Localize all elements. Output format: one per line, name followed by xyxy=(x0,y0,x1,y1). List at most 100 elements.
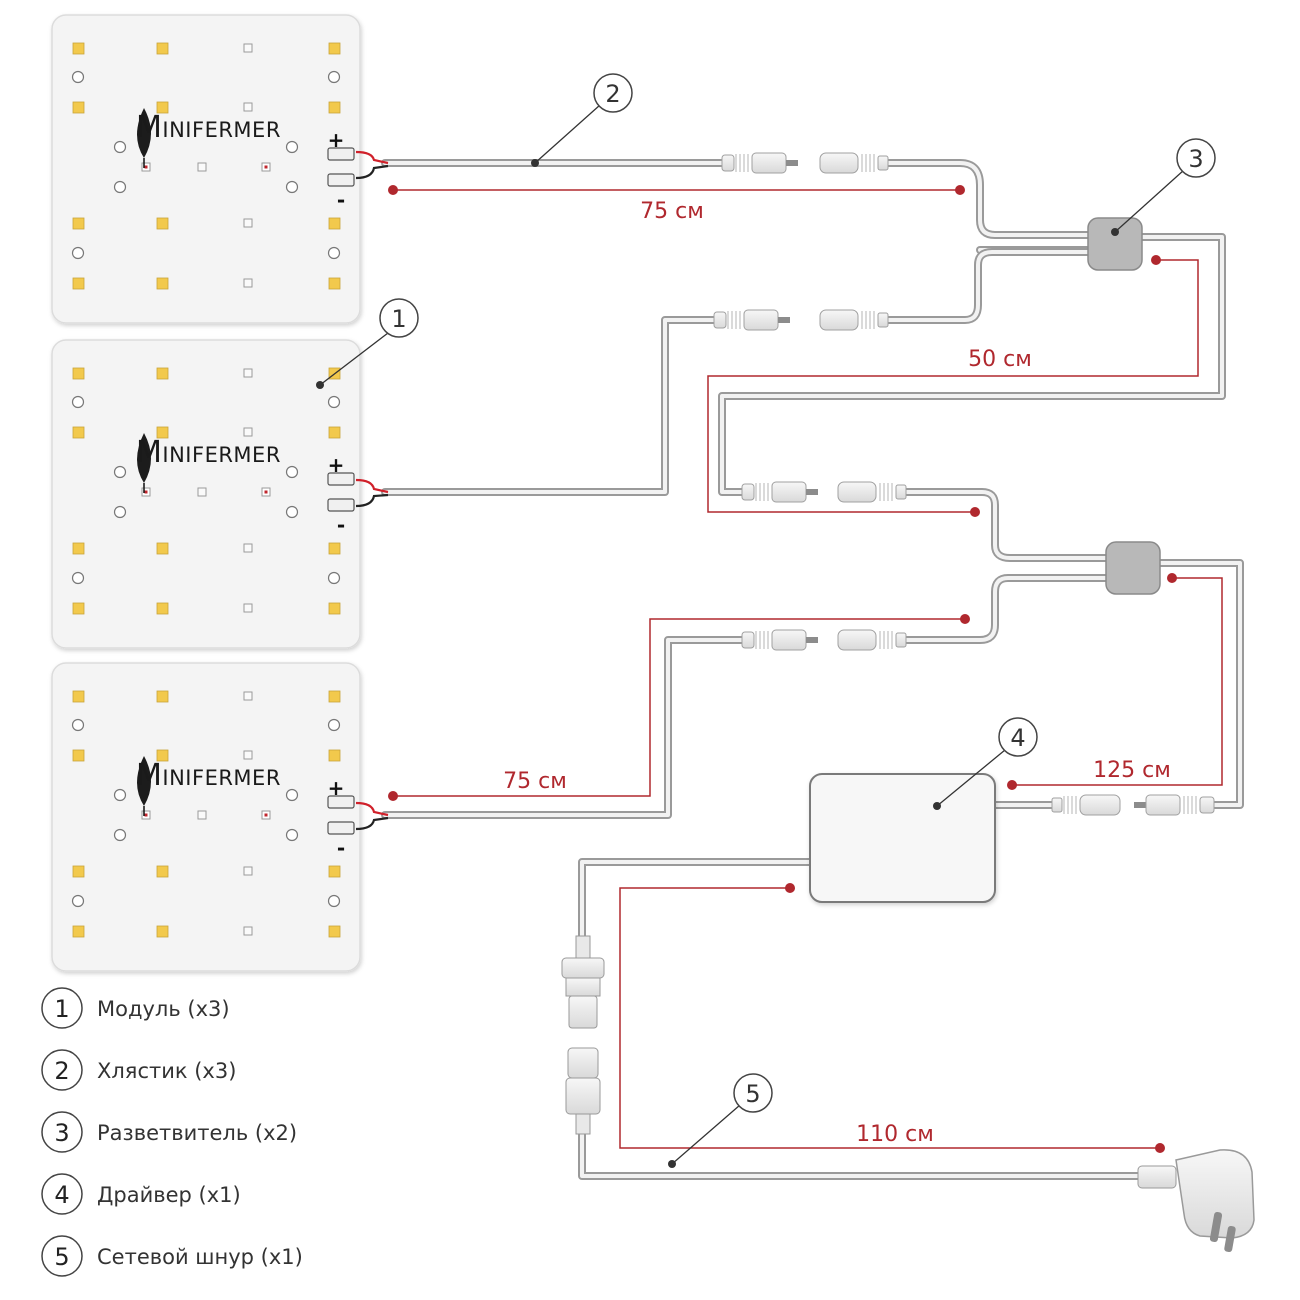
mounting-hole xyxy=(113,505,127,519)
solder-terminal xyxy=(327,498,355,512)
mounting-hole xyxy=(113,828,127,842)
led-yellow xyxy=(328,277,341,290)
cable-power xyxy=(578,858,1144,1180)
dc-female-jack xyxy=(819,152,859,174)
mounting-hole xyxy=(285,140,299,154)
legend-number-circle xyxy=(41,1049,83,1091)
dc-male-plug xyxy=(771,629,807,651)
callout-5-number: 5 xyxy=(745,1080,760,1108)
module-middle-details: MINIFERMER+- xyxy=(71,367,355,615)
dim-line-driver xyxy=(1012,577,1223,786)
led-white xyxy=(243,603,253,613)
led-white xyxy=(197,810,207,820)
callout-1 xyxy=(379,298,419,338)
solder-terminal xyxy=(327,795,355,809)
cable-splitter-link xyxy=(718,233,1226,562)
led-yellow xyxy=(72,277,85,290)
mounting-hole xyxy=(71,718,85,732)
led-white xyxy=(197,487,207,497)
mounting-hole xyxy=(285,788,299,802)
legend-label: Драйвер (x1) xyxy=(97,1183,241,1207)
legend-number: 5 xyxy=(54,1243,69,1271)
led-white xyxy=(243,691,253,701)
dc-connector-pair xyxy=(713,309,889,331)
led-yellow xyxy=(156,101,169,114)
led-yellow xyxy=(328,925,341,938)
led-white xyxy=(243,218,253,228)
plus-label: + xyxy=(328,128,345,152)
cable-middle xyxy=(381,248,1094,496)
dim-label-top-cable: 75 см xyxy=(640,199,704,224)
mounting-hole xyxy=(327,718,341,732)
led-yellow xyxy=(156,367,169,380)
legend-label: Хлястик (x3) xyxy=(97,1059,236,1083)
led-yellow xyxy=(328,690,341,703)
led-yellow xyxy=(72,749,85,762)
splitter-2 xyxy=(1105,541,1161,595)
callout-4-number: 4 xyxy=(1010,724,1025,752)
led-yellow xyxy=(72,542,85,555)
dim-dot xyxy=(1151,255,1161,265)
legend-number-circle xyxy=(41,987,83,1029)
callout-1-number: 1 xyxy=(391,305,406,333)
dc-male-plug xyxy=(743,309,779,331)
waterproof-connector xyxy=(561,935,605,1135)
dim-dot xyxy=(1167,573,1177,583)
plus-label: + xyxy=(328,453,345,477)
dc-connector-pair xyxy=(721,152,889,174)
minus-label: - xyxy=(337,513,345,537)
power-plug xyxy=(1137,1149,1255,1253)
module-leads xyxy=(355,150,389,831)
mounting-hole xyxy=(71,894,85,908)
led-white xyxy=(243,866,253,876)
mounting-hole xyxy=(113,465,127,479)
cable-bottom xyxy=(381,574,1112,819)
led-yellow xyxy=(156,602,169,615)
legend-number: 1 xyxy=(54,995,69,1023)
leaf-logo-icon xyxy=(137,756,151,806)
callout-3 xyxy=(1176,138,1216,178)
legend-label: Сетевой шнур (x1) xyxy=(97,1245,303,1269)
dim-dot xyxy=(388,791,398,801)
dim-line-splitter xyxy=(707,259,1199,513)
mounting-hole xyxy=(113,788,127,802)
dimension-lines xyxy=(393,189,1223,1149)
led-yellow xyxy=(72,101,85,114)
led-yellow xyxy=(156,925,169,938)
leaf-logo-icon xyxy=(137,108,151,158)
led-yellow xyxy=(72,925,85,938)
mounting-hole xyxy=(285,465,299,479)
callouts: 1 2 3 4 5 xyxy=(316,73,1216,1168)
led-white xyxy=(243,278,253,288)
module-top-details: MINIFERMER+- xyxy=(71,42,355,290)
mounting-hole xyxy=(285,180,299,194)
dc-male-plug xyxy=(751,152,787,174)
led-white xyxy=(243,43,253,53)
led-yellow xyxy=(156,749,169,762)
led-yellow xyxy=(72,367,85,380)
mounting-hole xyxy=(71,571,85,585)
mounting-hole xyxy=(71,395,85,409)
mounting-hole xyxy=(285,828,299,842)
dc-male-plug xyxy=(1145,794,1181,816)
legend-item: 5 Сетевой шнур (x1) xyxy=(41,1235,303,1277)
mounting-hole xyxy=(327,246,341,260)
mounting-hole xyxy=(71,70,85,84)
dc-male-plug xyxy=(771,481,807,503)
mounting-hole xyxy=(327,395,341,409)
minus-label: - xyxy=(337,188,345,212)
led-yellow xyxy=(72,42,85,55)
dc-connector-pair xyxy=(741,629,907,651)
cable-driver xyxy=(991,559,1244,809)
dim-label-bottom-cable: 75 см xyxy=(503,769,567,794)
module-details: MINIFERMER+-MINIFERMER+-MINIFERMER+- xyxy=(71,42,355,938)
led-yellow xyxy=(72,602,85,615)
led-yellow xyxy=(156,690,169,703)
led-red-core xyxy=(264,490,268,494)
dim-label-splitter-link: 50 см xyxy=(968,347,1032,372)
dim-dot xyxy=(785,883,795,893)
dim-dot xyxy=(1155,1143,1165,1153)
led-yellow xyxy=(72,217,85,230)
